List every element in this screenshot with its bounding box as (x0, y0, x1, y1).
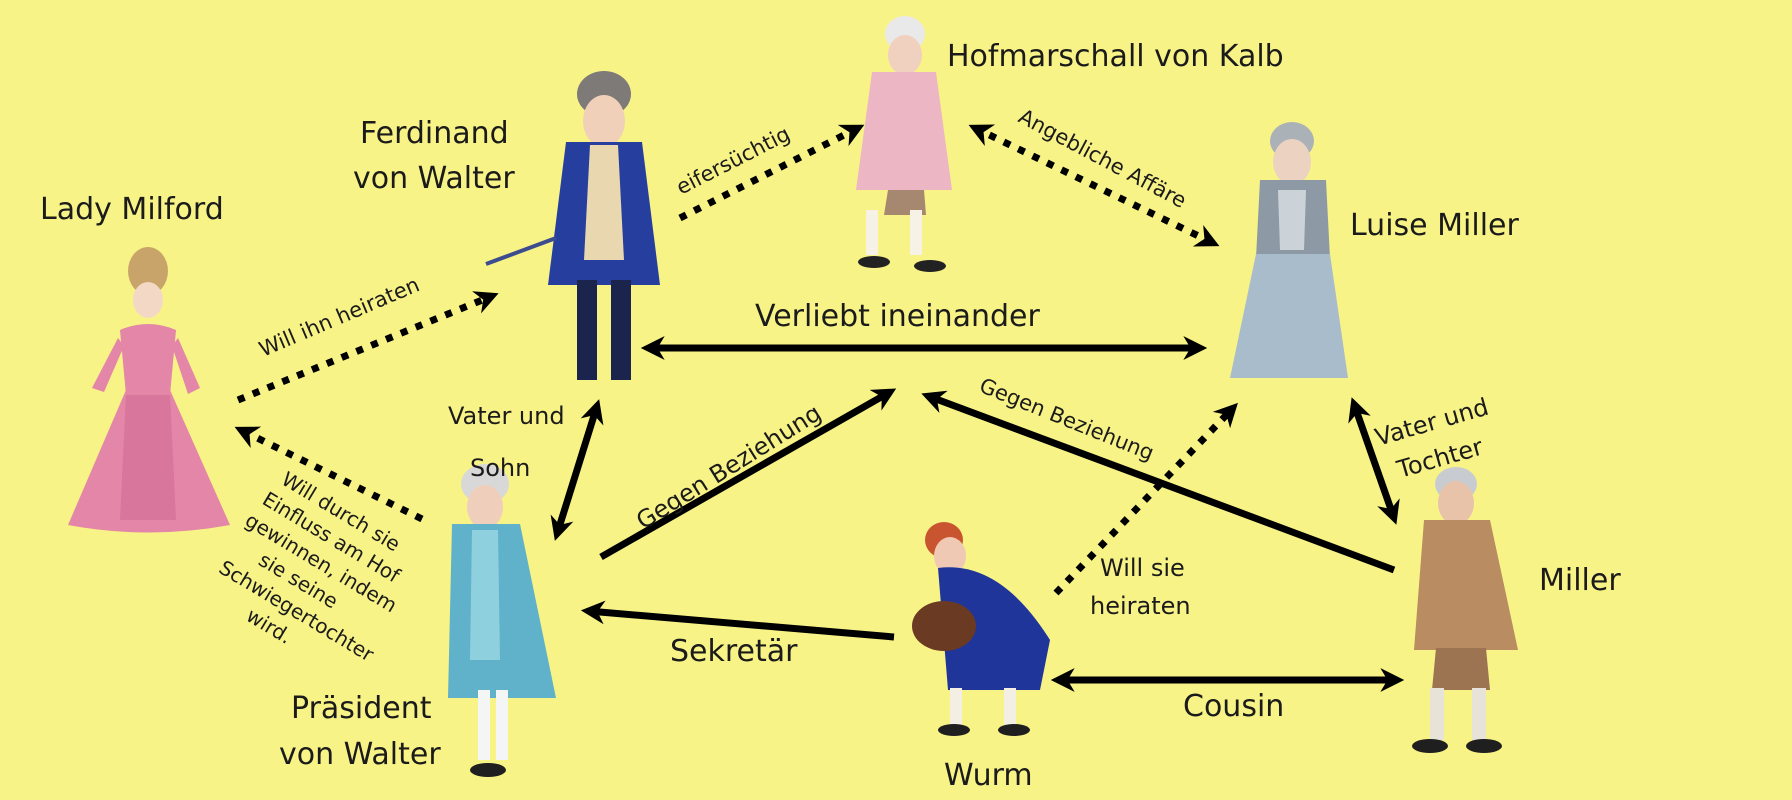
label-will-ihn-heiraten: Will ihn heiraten (256, 272, 423, 361)
praesident-figure (448, 464, 556, 777)
label-affaere: Angebliche Affäre (1015, 104, 1191, 213)
hofmarschall-figure (856, 16, 952, 272)
label-eifersuechtig: eifersüchtig (672, 122, 794, 200)
name-hofmarschall: Hofmarschall von Kalb (947, 39, 1284, 74)
label-gegen-beziehung-left: Gegen Beziehung (631, 399, 826, 535)
wurm-figure (912, 522, 1050, 736)
label-verliebt: Verliebt ineinander (755, 299, 1041, 334)
label-sekretaer: Sekretär (670, 634, 798, 669)
name-praesident-line2: von Walter (279, 737, 441, 772)
label-cousin: Cousin (1183, 689, 1284, 724)
name-miller: Miller (1539, 563, 1621, 598)
name-praesident-line1: Präsident (291, 691, 432, 726)
name-wurm: Wurm (944, 758, 1033, 793)
label-will-sie-line1: Will sie (1100, 554, 1185, 582)
lady-milford-figure (68, 247, 230, 533)
label-vater-sohn-line2: Sohn (470, 454, 530, 482)
arrow-gegen-beziehung-right (928, 396, 1394, 570)
name-lady-milford: Lady Milford (40, 192, 224, 227)
ferdinand-figure (486, 71, 660, 380)
label-vater-sohn-line1: Vater und (448, 402, 565, 430)
miller-figure (1412, 467, 1518, 753)
luise-miller-figure (1230, 122, 1348, 378)
name-ferdinand-line1: Ferdinand (360, 116, 509, 151)
relation-arrows (238, 128, 1397, 680)
name-ferdinand-line2: von Walter (353, 161, 515, 196)
name-luise-miller: Luise Miller (1350, 208, 1520, 243)
label-einfluss: Will durch sie Einfluss am Hof gewinnen,… (199, 462, 434, 690)
label-will-sie-line2: heiraten (1090, 592, 1191, 620)
